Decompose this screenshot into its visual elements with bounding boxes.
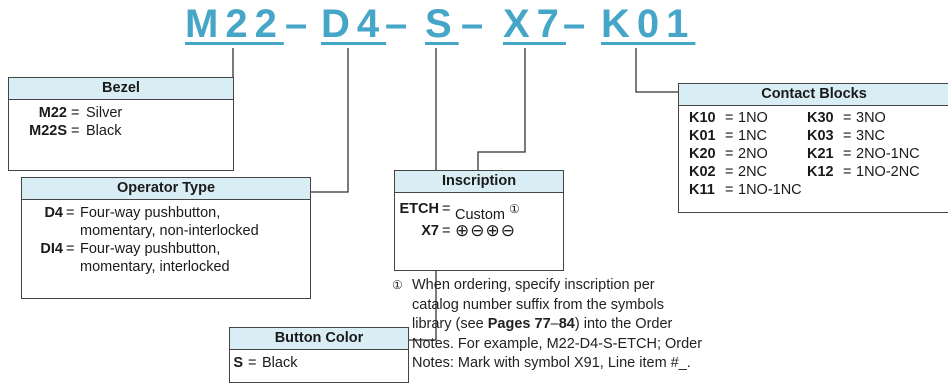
contact-option: K01=1NC [689, 128, 768, 144]
contact-option: K20=2NO [689, 146, 768, 162]
contact-option: K02=2NC [689, 164, 768, 180]
contact-option: K11=1NO-1NC [689, 182, 802, 198]
operator-option-cont: momentary, non-interlocked [80, 223, 259, 239]
button-color-option: S = Black [233, 355, 298, 371]
button-color-title: Button Color [230, 328, 408, 350]
footnote-line: Notes: Mark with symbol X91, Line item #… [412, 355, 691, 371]
contact-blocks-box: Contact Blocks K10=1NO K01=1NC K20=2NO K… [678, 83, 948, 213]
operator-type-title: Operator Type [22, 178, 310, 200]
footnote-line: Notes. For example, M22-D4-S-ETCH; Order [412, 335, 703, 352]
inscription-option: X7 = ⊕⊖⊕⊖ [421, 221, 516, 240]
code-segment-bezel: M22 [185, 2, 284, 46]
inscription-footnote: ① When ordering, specify inscription per… [392, 276, 732, 374]
code-separator: – [385, 2, 408, 46]
bezel-option: M22 = Silver [38, 105, 123, 121]
connector-inscription [477, 48, 526, 170]
connector-color [408, 48, 437, 341]
bezel-box: Bezel M22 = Silver M22S = Black [8, 77, 234, 171]
contact-option: K10=1NO [689, 110, 768, 126]
code-segment-color: S [425, 2, 459, 46]
inscription-option: ETCH = Custom ① [399, 201, 520, 223]
footnote-line: catalog number suffix from the symbols [412, 296, 664, 313]
contact-option: K03=3NC [807, 128, 886, 144]
contact-option: K21=2NO-1NC [807, 146, 920, 162]
operator-option: DI4 = Four-way pushbutton, [40, 241, 221, 257]
bezel-title: Bezel [9, 78, 233, 100]
bezel-option: M22S = Black [29, 123, 122, 139]
catalog-number: M22 – D4 – S – X7 – K01 [0, 2, 948, 46]
code-separator: – [461, 2, 484, 46]
inscription-title: Inscription [395, 171, 563, 193]
operator-type-box: Operator Type D4 = Four-way pushbutton, … [21, 177, 311, 299]
operator-option-cont: momentary, interlocked [80, 259, 230, 275]
footnote-line: library (see Pages 77–84) into the Order [412, 316, 673, 332]
code-separator: – [285, 2, 308, 46]
footnote-line: When ordering, specify inscription per [412, 277, 655, 293]
connector-operator [299, 48, 349, 193]
code-separator: – [563, 2, 586, 46]
contact-blocks-title: Contact Blocks [679, 84, 948, 106]
operator-option: D4 = Four-way pushbutton, [44, 205, 221, 221]
code-segment-inscription: X7 [503, 2, 566, 46]
contact-option: K30=3NO [807, 110, 886, 126]
footnote-marker: ① [509, 202, 520, 216]
footnote-marker: ① [392, 278, 403, 292]
direction-symbols: ⊕⊖⊕⊖ [455, 221, 516, 240]
inscription-box: Inscription ETCH = Custom ① X7 = ⊕⊖⊕⊖ [394, 170, 564, 271]
button-color-box: Button Color S = Black [229, 327, 409, 383]
code-segment-contact: K01 [601, 2, 696, 46]
code-segment-operator: D4 [321, 2, 387, 46]
contact-option: K12=1NO-2NC [807, 164, 920, 180]
